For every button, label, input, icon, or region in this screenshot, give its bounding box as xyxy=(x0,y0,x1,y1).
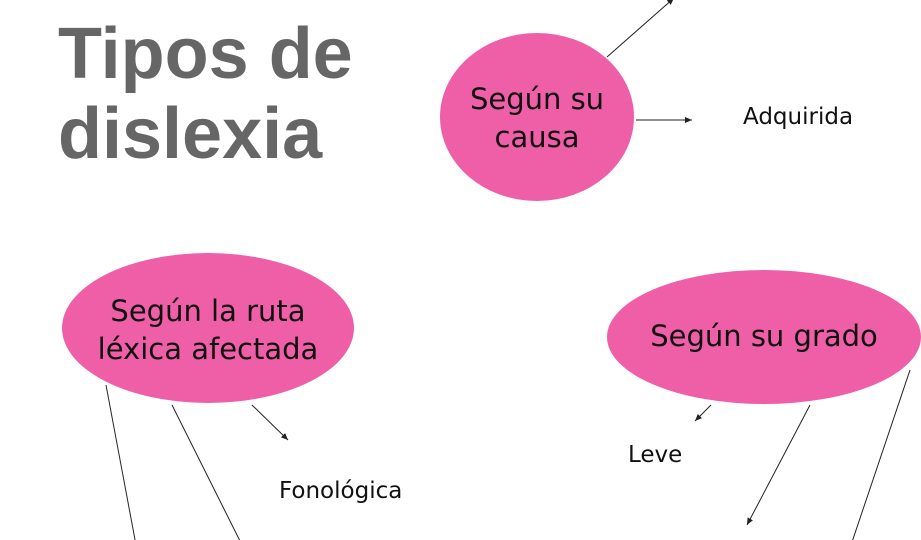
title-line-2: dislexia xyxy=(58,94,323,174)
edge-ruta-fonologica xyxy=(251,404,289,441)
node-ruta-shape xyxy=(62,253,354,403)
edge-causa-top xyxy=(606,0,674,58)
node-grado-label: Según su grado xyxy=(650,319,878,353)
title-line-1: Tipos de xyxy=(58,14,353,94)
node-causa-shape xyxy=(440,33,634,201)
edge-grado-2 xyxy=(746,404,811,526)
edge-ruta-1 xyxy=(105,384,136,540)
edge-ruta-2 xyxy=(171,404,241,540)
edge-grado-3 xyxy=(852,369,911,540)
leaf-leve: Leve xyxy=(628,442,683,468)
leaf-adquirida: Adquirida xyxy=(743,104,854,130)
node-grado-shape xyxy=(607,270,921,404)
edge-grado-leve xyxy=(694,404,712,422)
leaf-fonologica: Fonológica xyxy=(279,478,403,504)
node-ruta-label: Según la ruta léxica afectada xyxy=(97,294,319,366)
node-causa-label: Según su causa xyxy=(469,82,605,154)
